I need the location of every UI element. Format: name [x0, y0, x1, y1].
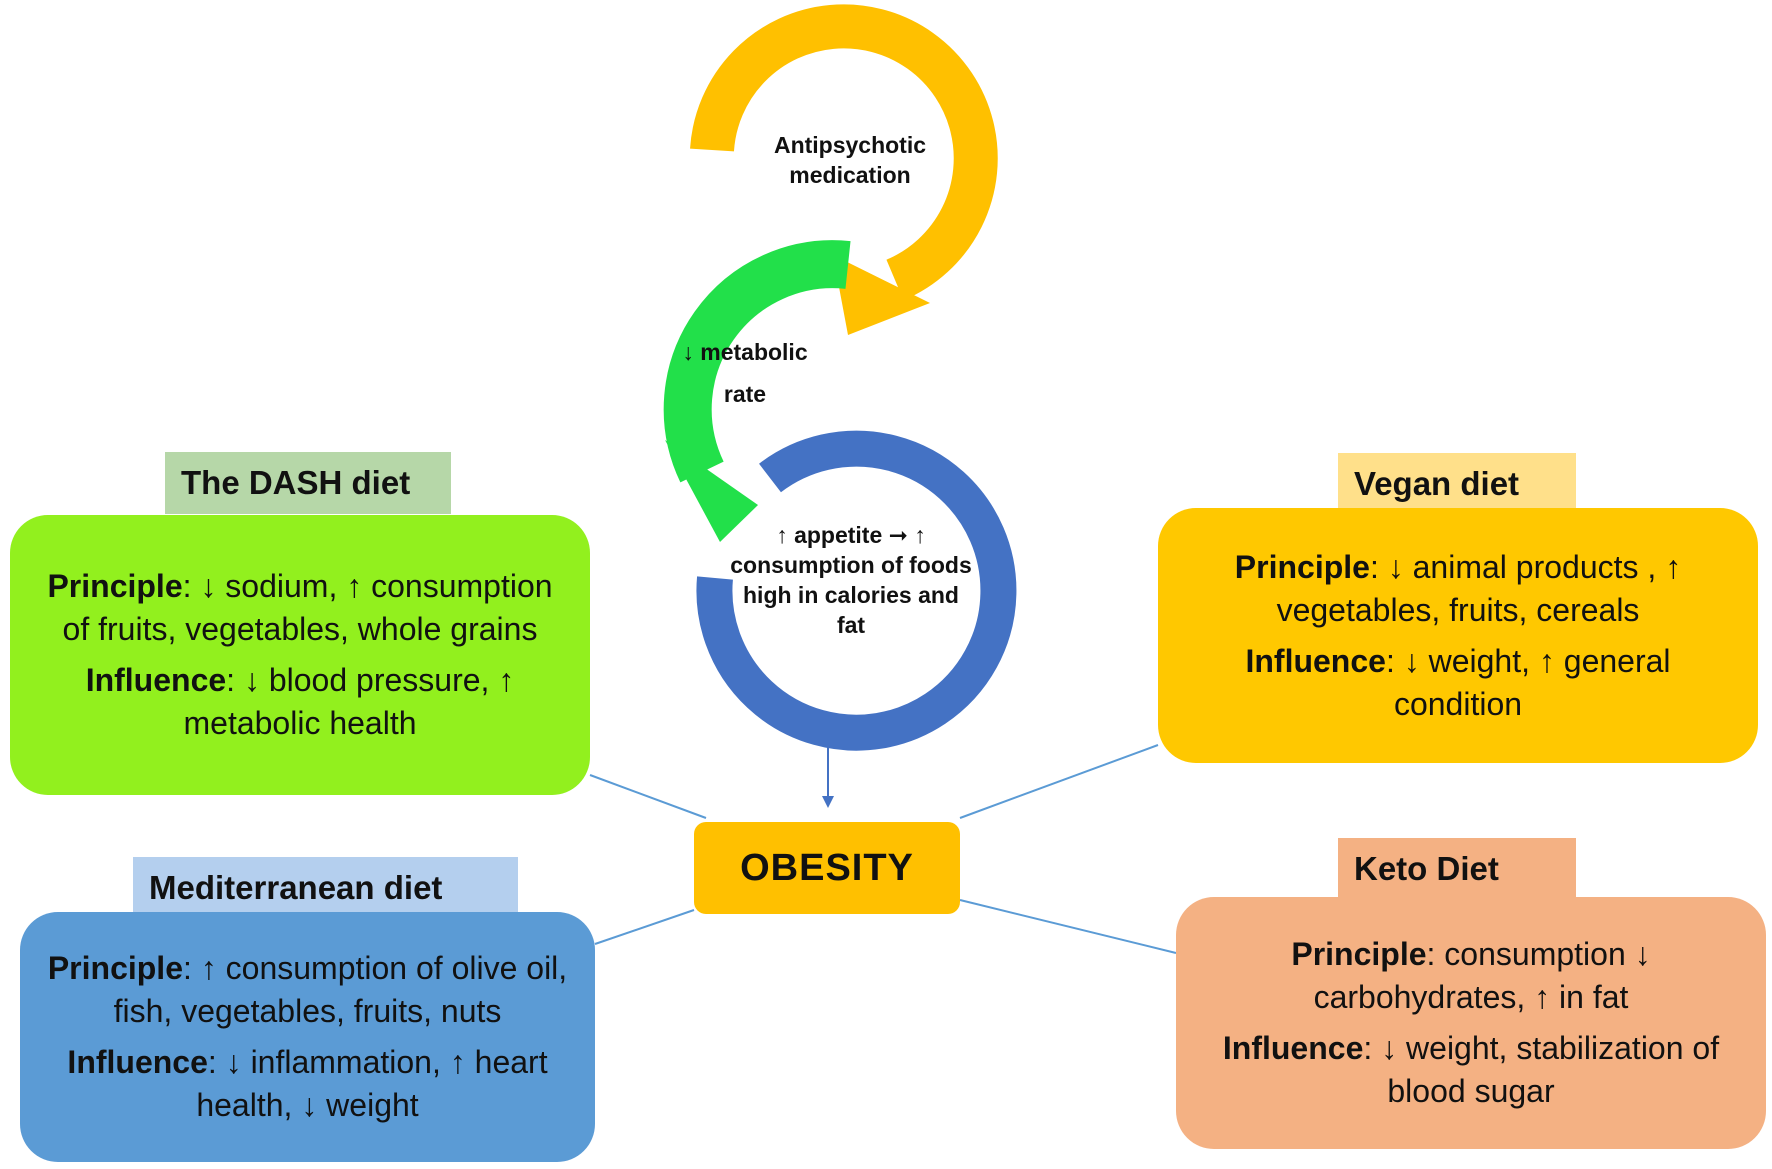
blue-cycle-ring [696, 430, 1017, 751]
green-cycle-arrow [663, 240, 851, 542]
mediterranean-influence: Influence: ↓ inflammation, ↑ heart healt… [67, 1044, 548, 1123]
down-arrow [822, 745, 834, 808]
connector-vegan [959, 744, 1159, 819]
vegan-influence: Influence: ↓ weight, ↑ general condition [1245, 642, 1671, 722]
connector-dash [589, 774, 707, 819]
dash-principle: Principle: ↓ sodium, ↑ consumption of fr… [47, 568, 553, 647]
yellow-cycle-arrow [690, 4, 998, 335]
connector-keto [959, 899, 1177, 954]
dash-influence: Influence: ↓ blood pressure, ↑ metabolic… [85, 662, 515, 741]
keto-principle: Principle: consumption ↓ carbohydrates, … [1291, 936, 1651, 1015]
vegan-diet-title: Vegan diet [1338, 453, 1576, 515]
dash-diet-box: Principle: ↓ sodium, ↑ consumption of fr… [10, 515, 590, 795]
mediterranean-diet-title: Mediterranean diet [133, 857, 518, 919]
vegan-principle: Principle: ↓ animal products , ↑ vegetab… [1234, 548, 1682, 628]
obesity-node: OBESITY [694, 822, 960, 914]
keto-diet-box: Principle: consumption ↓ carbohydrates, … [1176, 897, 1766, 1149]
connector-mediterranean [594, 909, 695, 945]
keto-influence: Influence: ↓ weight, stabilization of bl… [1222, 1030, 1720, 1109]
mediterranean-diet-box: Principle: ↑ consumption of olive oil, f… [20, 912, 595, 1162]
vegan-diet-box: Principle: ↓ animal products , ↑ vegetab… [1158, 508, 1758, 763]
cycle-step-metabolic-rate: ↓ metabolic rate [682, 339, 808, 407]
mediterranean-principle: Principle: ↑ consumption of olive oil, f… [47, 950, 568, 1029]
cycle-step-appetite: ↑ appetite ➞ ↑ consumption of foods high… [730, 522, 972, 638]
dash-diet-title: The DASH diet [165, 452, 451, 514]
keto-diet-title: Keto Diet [1338, 838, 1576, 900]
cycle-step-antipsychotic: Antipsychotic medication [773, 132, 927, 188]
